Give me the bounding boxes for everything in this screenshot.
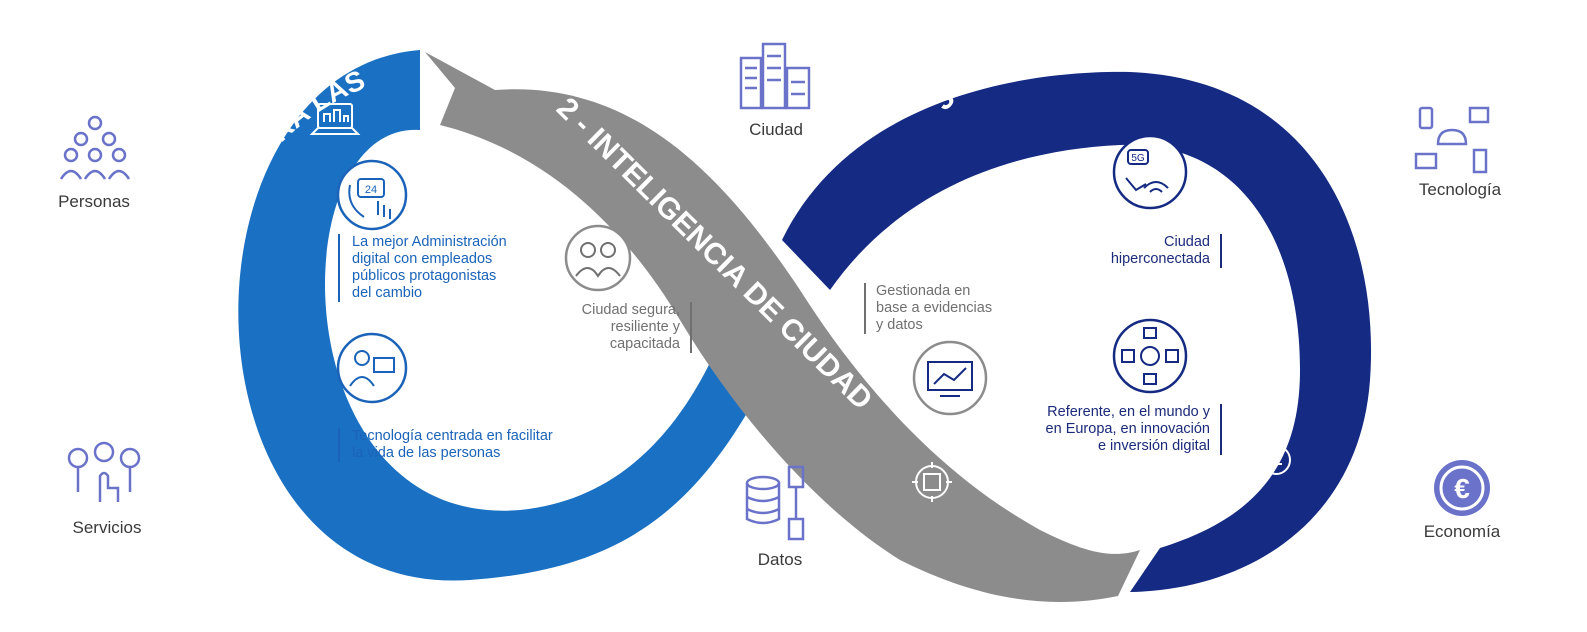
5g-network-icon: 5G [1112,134,1188,210]
security-people-icon [564,224,632,292]
svg-text:5G: 5G [1131,153,1145,164]
personas-label: Personas [58,192,130,211]
person-screen-icon [336,332,408,404]
ai-brain-icon [1252,445,1291,475]
svg-text:€: € [1454,473,1470,504]
servicios-label: Servicios [72,518,142,537]
technology-cloud-icon [1414,106,1490,174]
economia-label: Economía [1423,522,1501,541]
people-group-icon [59,115,131,180]
tecnologia-label: Tecnología [1418,180,1502,199]
analytics-monitor-icon [912,340,988,416]
loop-2-band [425,52,1140,602]
service-network-icon [67,441,141,502]
city-laptop-icon [309,103,361,135]
euro-coin-icon: € [1434,460,1490,516]
chip-gear-icon [912,462,952,502]
innovation-gear-icon [1112,318,1188,394]
datos-label: Datos [757,550,803,569]
database-icon [745,465,805,541]
phone-24-icon: 24 [336,159,408,231]
svg-text:24: 24 [365,184,377,196]
loop-1-band [238,50,761,581]
city-buildings-icon [739,42,811,110]
ciudad-label: Ciudad [749,120,803,139]
